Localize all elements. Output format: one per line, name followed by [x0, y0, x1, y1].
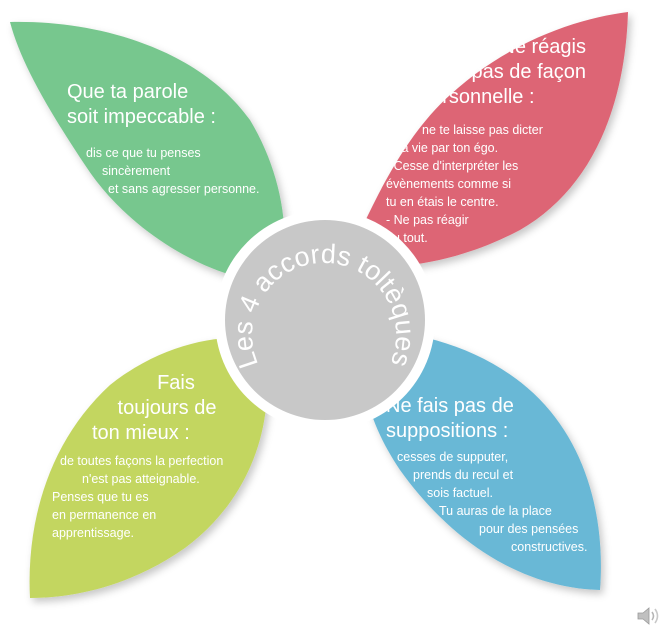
lime-body: de toutes façons la perfection n'est pas… [52, 452, 223, 542]
lime-heading-line: ton mieux : [92, 422, 190, 444]
blue-heading: Ne fais pas de suppositions : [386, 394, 514, 444]
lime-heading-line: Fais [157, 372, 195, 394]
green-heading-line: Que ta parole [67, 81, 189, 103]
blue-heading-line: Ne fais pas de [386, 395, 514, 417]
petal-lime [29, 337, 268, 598]
red-heading-line: personnelle : [420, 86, 535, 108]
green-body: dis ce que tu penses sincèrement et sans… [80, 144, 259, 198]
green-body-line: sincèrement [102, 164, 171, 178]
lime-heading: Fais toujours de ton mieux : [86, 371, 236, 446]
petal-green [10, 21, 285, 283]
red-body-line: - Ne pas réagir [386, 213, 469, 227]
center-circle-fill [225, 220, 425, 420]
blue-heading-line: suppositions : [386, 420, 509, 442]
blue-body-line: pour des pensées [479, 522, 579, 536]
red-body-line: tu en étais le centre. [386, 195, 499, 209]
red-heading: Ne réagis pas de façon personnelle : [420, 35, 586, 110]
red-body-line: du tout. [386, 231, 428, 245]
blue-body-line: prends du recul et [413, 468, 514, 482]
petal-blue [364, 330, 601, 590]
lime-body-line: apprentissage. [52, 526, 135, 540]
green-heading-line: soit impeccable : [67, 106, 216, 128]
red-body: ne te laisse pas dicter ta vie par ton é… [386, 121, 543, 247]
lime-heading-line: toujours de [117, 397, 217, 419]
red-body-line: - Cesse d'interpréter les [386, 159, 519, 173]
green-body-line: dis ce que tu penses [86, 146, 201, 160]
speaker-icon[interactable] [636, 604, 662, 628]
lime-body-line: Penses que tu es [52, 490, 149, 504]
blue-body-line: cesses de supputer, [397, 450, 509, 464]
red-body-line: évènements comme si [386, 177, 512, 191]
lime-body-line: n'est pas atteignable. [82, 472, 200, 486]
red-heading-line: Ne réagis [500, 36, 586, 58]
red-body-line: ne te laisse pas dicter [422, 123, 543, 137]
lime-body-line: de toutes façons la perfection [60, 454, 224, 468]
blue-body-line: sois factuel. [427, 486, 494, 500]
green-body-line: et sans agresser personne. [108, 182, 260, 196]
blue-body-line: Tu auras de la place [439, 504, 552, 518]
red-body-line: ta vie par ton égo. [398, 141, 499, 155]
lime-body-line: en permanence en [52, 508, 157, 522]
blue-body-line: constructives. [511, 540, 588, 554]
green-heading: Que ta parole soit impeccable : [67, 80, 216, 130]
red-heading-line: pas de façon [471, 61, 586, 83]
blue-body: cesses de supputer, prends du recul et s… [397, 448, 587, 556]
petal-red [345, 12, 628, 268]
